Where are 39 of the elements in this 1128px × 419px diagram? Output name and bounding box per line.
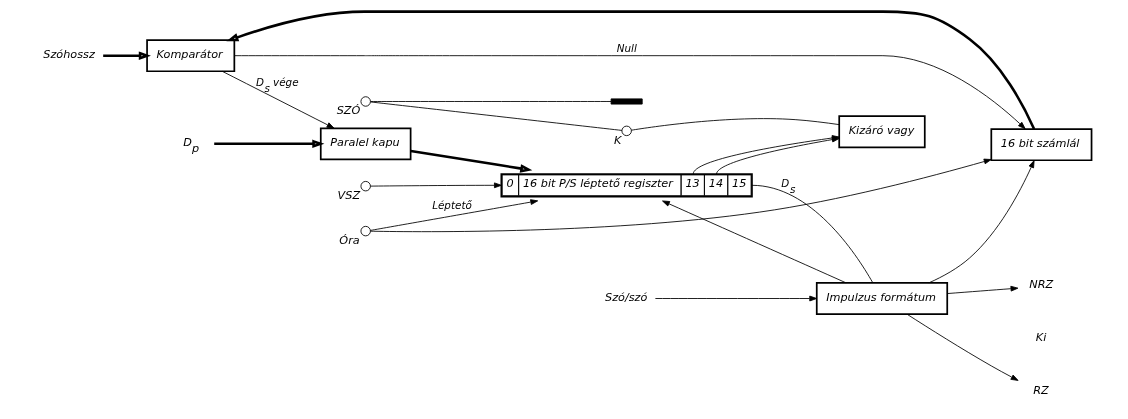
node-label: K (614, 133, 622, 147)
arrow (906, 313, 1019, 381)
connector (370, 101, 612, 102)
node-box: Kizáró vagy (838, 115, 926, 149)
edge-label: Léptető (432, 199, 472, 212)
arrow (928, 160, 1035, 284)
arrow (654, 295, 818, 302)
node-text: NRZ (1029, 278, 1054, 292)
arrow (103, 51, 151, 60)
connector (631, 118, 840, 131)
node-circle (360, 181, 371, 192)
node-circle (360, 96, 371, 107)
node-box: Paralel kapu (319, 127, 412, 161)
node-box: Komparátor (146, 39, 236, 73)
connector (751, 184, 874, 284)
node-label: SZÓ (336, 104, 361, 118)
arrow (662, 200, 847, 284)
arrow (370, 199, 539, 231)
arrow (370, 182, 502, 189)
edge-label: Null (616, 41, 637, 54)
arrow (947, 285, 1019, 294)
node-label: VSZ (337, 189, 361, 203)
node-text: Szó/szó (605, 290, 648, 304)
node-text: RZ (1033, 383, 1049, 397)
arrow (410, 149, 533, 173)
arrow (226, 10, 1036, 130)
arrow (234, 55, 1026, 130)
node-box: Impulzus formátum (815, 282, 949, 315)
node-bar (610, 98, 643, 105)
node-circle (360, 225, 371, 237)
connector (370, 101, 623, 131)
node-label: Óra (339, 233, 360, 247)
node-box: 16 bit számlál (990, 128, 1093, 162)
label: Ki (1035, 331, 1047, 345)
node-circle (621, 125, 632, 137)
arrow (214, 139, 325, 149)
node-text: Szóhossz (43, 47, 95, 61)
arrow (221, 70, 335, 129)
arrow (370, 158, 992, 233)
